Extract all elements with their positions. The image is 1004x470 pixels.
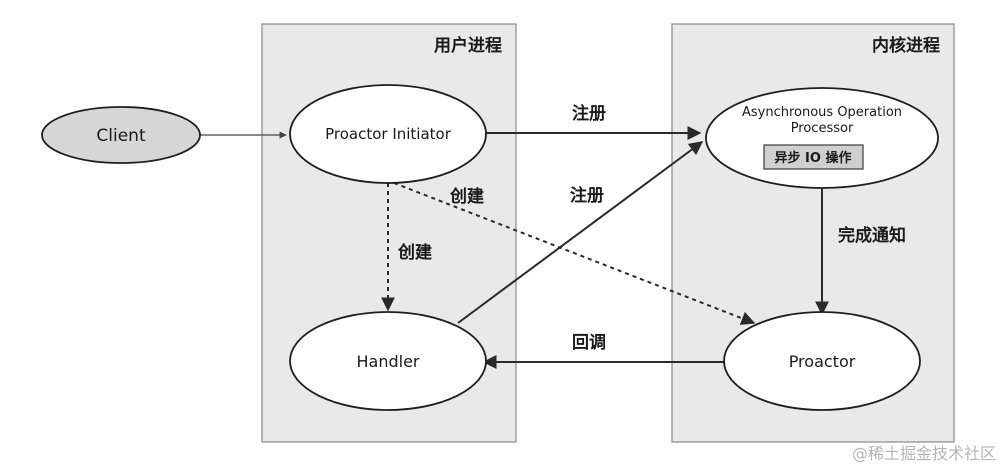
async-operation-processor-node <box>705 87 939 189</box>
completion-notify-label: 完成通知 <box>838 225 906 246</box>
register-handler-arrow <box>457 141 704 324</box>
create-proactor-arrow <box>393 182 756 325</box>
watermark: @稀土掘金技术社区 <box>851 444 996 463</box>
register-handler-label: 注册 <box>570 185 604 206</box>
register-top-label: 注册 <box>572 103 606 124</box>
callback-label: 回调 <box>572 333 606 353</box>
async-io-op-label: 异步 IO 操作 <box>775 150 852 166</box>
handler-node <box>289 311 487 411</box>
proactor-label: Proactor <box>789 352 856 371</box>
async-operation-processor-label-line2: Processor <box>791 121 854 136</box>
user-process-label: 用户进程 <box>434 35 502 56</box>
create-handler-label: 创建 <box>397 242 432 263</box>
client-node <box>41 106 201 164</box>
create-proactor-label: 创建 <box>449 186 484 207</box>
handler-label: Handler <box>357 352 420 371</box>
async-operation-processor-label-line1: Asynchronous Operation <box>742 105 902 120</box>
async-io-op-box <box>763 144 864 170</box>
proactor-node <box>723 311 921 411</box>
client-label: Client <box>96 126 146 146</box>
proactor-initiator-label: Proactor Initiator <box>325 125 452 143</box>
kernel-process-label: 内核进程 <box>872 35 940 56</box>
proactor-initiator-node <box>289 84 487 184</box>
